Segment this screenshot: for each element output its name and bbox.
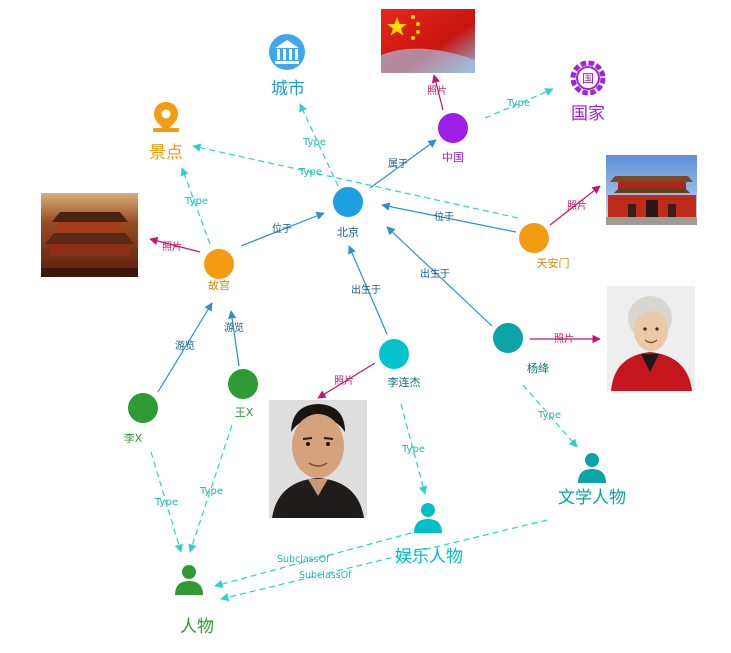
edge-ent-subclass-person bbox=[214, 532, 412, 589]
edge-label-photo-gugong: 照片 bbox=[162, 240, 182, 253]
node-gugong[interactable]: 故宫 bbox=[204, 249, 234, 292]
edge-yangjiang-type-lit bbox=[522, 384, 578, 448]
edge-tiananmen-photo bbox=[549, 185, 601, 226]
yangjiang-photo bbox=[607, 286, 695, 391]
class-label-entertainment: 娱乐人物 bbox=[395, 547, 463, 567]
class-labels: 城市 国家 景点 文学人物 娱乐人物 人物 bbox=[149, 79, 626, 637]
edge-gugong-type-scenic bbox=[180, 167, 211, 245]
edges bbox=[149, 74, 601, 602]
edge-label-belongs: 属于 bbox=[388, 158, 408, 170]
edge-label-located-gugong: 位于 bbox=[272, 222, 292, 235]
edge-gugong-beijing bbox=[240, 211, 325, 247]
building-icon bbox=[269, 34, 305, 70]
class-label-country: 国家 bbox=[571, 104, 605, 124]
edge-label-born-lilianjie: 出生于 bbox=[351, 283, 381, 296]
edge-china-type-country bbox=[484, 88, 554, 119]
edge-label-photo-tiananmen: 照片 bbox=[567, 199, 587, 212]
edge-yangjiang-beijing bbox=[386, 226, 493, 327]
edge-lilianjie-photo bbox=[317, 362, 376, 399]
edge-tiananmen-type-scenic bbox=[192, 143, 519, 219]
class-icons: 国 bbox=[153, 34, 606, 595]
node-label-wangx: 王X bbox=[235, 406, 254, 419]
node-label-lix: 李X bbox=[124, 431, 143, 445]
edge-label-type-lix: Type bbox=[154, 497, 178, 508]
node-lix[interactable]: 李X bbox=[124, 393, 158, 445]
node-label-beijing: 北京 bbox=[337, 225, 359, 239]
node-label-lilianjie: 李连杰 bbox=[388, 375, 421, 389]
node-label-yangjiang: 杨绛 bbox=[527, 361, 549, 375]
person-icon bbox=[414, 503, 442, 533]
edge-beijing-china bbox=[369, 139, 437, 189]
class-label-scenic: 景点 bbox=[149, 143, 183, 163]
edge-labels: 属于 位于 位于 出生于 出生于 游览 游览 照片 照片 照片 照片 照片 Ty… bbox=[154, 84, 587, 581]
edge-label-located-tiananmen: 位于 bbox=[434, 210, 454, 223]
edge-tiananmen-beijing bbox=[381, 202, 517, 233]
node-label-china: 中国 bbox=[442, 151, 464, 164]
node-tiananmen[interactable]: 天安门 bbox=[519, 223, 570, 270]
person-icon bbox=[175, 565, 203, 595]
edge-label-type-gugong: Type bbox=[184, 196, 208, 207]
edge-gugong-photo bbox=[149, 236, 201, 253]
location-pin-icon bbox=[153, 102, 179, 132]
edge-wangx-type-person bbox=[188, 424, 233, 553]
node-label-gugong: 故宫 bbox=[208, 278, 230, 292]
edge-label-type-wangx: Type bbox=[199, 486, 223, 497]
tiananmen-photo bbox=[606, 155, 697, 225]
class-label-literary: 文学人物 bbox=[558, 488, 626, 508]
person-icon bbox=[578, 453, 606, 483]
class-label-city: 城市 bbox=[271, 79, 305, 99]
node-yangjiang[interactable]: 杨绛 bbox=[493, 323, 549, 375]
edge-label-subclass-ent: SubclassOf bbox=[277, 554, 330, 565]
edge-wangx-gugong bbox=[227, 310, 240, 367]
node-china[interactable]: 中国 bbox=[438, 113, 468, 164]
svg-text:国: 国 bbox=[582, 72, 594, 86]
edge-china-photo bbox=[431, 74, 444, 111]
edge-label-type-lilianjie: Type bbox=[401, 444, 425, 455]
edge-lilianjie-beijing bbox=[348, 245, 388, 335]
edge-lit-subclass-person bbox=[220, 519, 548, 602]
edge-label-photo-yangjiang: 照片 bbox=[554, 332, 574, 345]
edge-beijing-type-city bbox=[299, 103, 339, 187]
edge-label-visited-lix: 游览 bbox=[175, 339, 195, 352]
node-wangx[interactable]: 王X bbox=[228, 369, 258, 419]
edge-label-visited-wangx: 游览 bbox=[224, 321, 244, 334]
entity-nodes: 北京 中国 故宫 天安门 李连杰 杨绛 李X 王X bbox=[124, 113, 570, 445]
photos bbox=[41, 9, 697, 518]
edge-label-type-tiananmen: Type bbox=[298, 167, 322, 178]
edge-label-photo-china: 照片 bbox=[427, 84, 447, 97]
forbidden-city-photo bbox=[41, 193, 138, 277]
node-beijing[interactable]: 北京 bbox=[333, 187, 363, 239]
edge-lix-gugong bbox=[157, 302, 213, 393]
edge-label-type-yangjiang: Type bbox=[537, 410, 561, 421]
edge-label-subclass-lit: SubclassOf bbox=[299, 570, 352, 581]
lilianjie-photo bbox=[269, 400, 367, 518]
edge-label-type-city: Type bbox=[302, 137, 326, 148]
edge-label-photo-lilianjie: 照片 bbox=[334, 374, 354, 387]
node-label-tiananmen: 天安门 bbox=[537, 256, 570, 270]
edge-label-type-country: Type bbox=[506, 98, 530, 109]
china-flag-photo bbox=[381, 9, 475, 73]
edge-lix-type-person bbox=[150, 451, 183, 553]
edge-label-born-yangjiang: 出生于 bbox=[420, 267, 450, 280]
edge-lilianjie-type-ent bbox=[400, 403, 428, 495]
gear-icon: 国 bbox=[570, 60, 606, 96]
node-lilianjie[interactable]: 李连杰 bbox=[379, 339, 421, 389]
class-label-person: 人物 bbox=[180, 617, 214, 637]
